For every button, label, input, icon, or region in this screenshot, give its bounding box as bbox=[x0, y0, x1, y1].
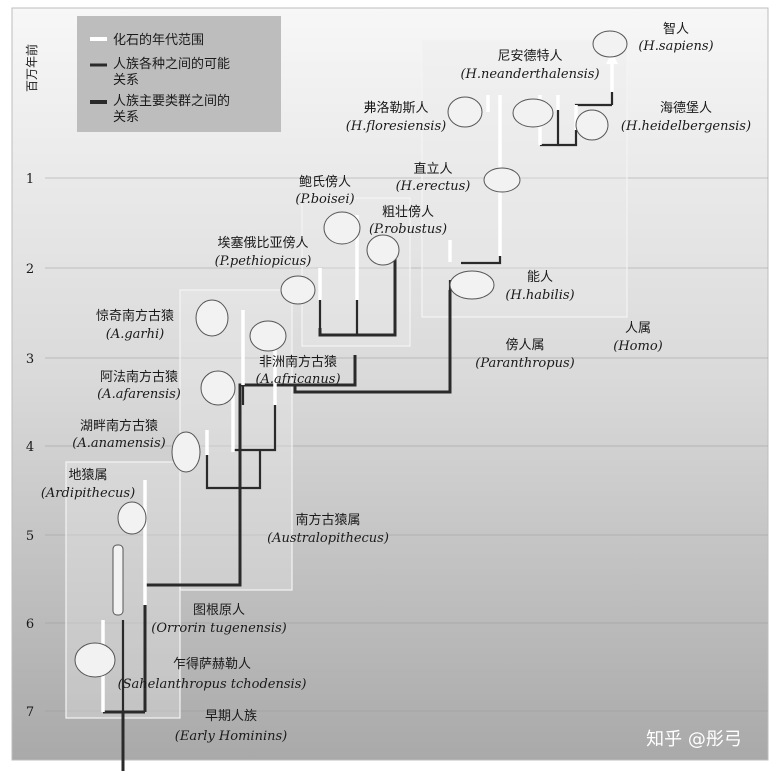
species-sci: (Ardipithecus) bbox=[41, 486, 135, 501]
skull-icon bbox=[171, 431, 201, 473]
group-cn: 傍人属 bbox=[505, 337, 544, 353]
species-sci: (A.africanus) bbox=[255, 372, 340, 387]
species-sci: (Sahelanthropus tchodensis) bbox=[118, 677, 307, 692]
background-panel bbox=[11, 7, 769, 761]
species-sci: (P.pethiopicus) bbox=[215, 254, 312, 269]
species-sci: (A.garhi) bbox=[106, 327, 164, 342]
species-sci: (H.habilis) bbox=[505, 288, 574, 303]
species-cn: 鲍氏傍人 bbox=[299, 174, 351, 190]
group-labels: 人属 (Homo) 傍人属 (Paranthropus) 南方古猿属 (Aust… bbox=[267, 321, 663, 546]
species-cn: 地猿属 bbox=[68, 468, 107, 483]
tick-label: 7 bbox=[26, 705, 34, 720]
group-cn: 人属 bbox=[625, 321, 651, 336]
skull-icon bbox=[117, 501, 147, 535]
axis-title: 百万年前 bbox=[24, 44, 39, 92]
legend-label: 人族主要类群之间的 bbox=[113, 93, 230, 109]
skull-icon bbox=[366, 234, 400, 266]
tick-label: 1 bbox=[26, 172, 34, 187]
species-cn: 图根原人 bbox=[193, 603, 245, 618]
legend-box bbox=[77, 16, 281, 132]
species-sci: (P.boisei) bbox=[295, 192, 354, 207]
watermark: 知乎 @彤弓 bbox=[646, 729, 742, 750]
tick-label: 3 bbox=[26, 352, 34, 367]
legend-label: 人族各种之间的可能 bbox=[113, 56, 230, 72]
species-sci: (A.anamensis) bbox=[72, 436, 165, 451]
skull-icon bbox=[323, 211, 361, 245]
species-cn: 湖畔南方古猿 bbox=[80, 418, 158, 434]
species-cn: 海德堡人 bbox=[660, 100, 712, 116]
skull-icon bbox=[512, 98, 554, 128]
species-sci: (P.robustus) bbox=[369, 222, 447, 237]
skull-icon bbox=[483, 167, 521, 193]
tick-label: 4 bbox=[26, 440, 34, 455]
species-sci: (A.afarensis) bbox=[97, 387, 181, 402]
legend-label: 化石的年代范围 bbox=[113, 32, 204, 48]
skull-icon bbox=[200, 370, 236, 406]
species-sci: (H.heidelbergensis) bbox=[621, 119, 751, 134]
species-cn: 智人 bbox=[663, 22, 689, 37]
skull-icon bbox=[592, 30, 628, 58]
skull-icon bbox=[74, 642, 116, 678]
species-sci: (H.sapiens) bbox=[638, 39, 713, 54]
species-cn: 直立人 bbox=[413, 162, 452, 177]
skull-icon bbox=[280, 275, 316, 305]
skull-icon bbox=[447, 96, 483, 128]
skull-icon bbox=[449, 270, 495, 300]
group-sci: (Paranthropus) bbox=[475, 356, 574, 371]
group-sci: (Australopithecus) bbox=[267, 531, 389, 546]
species-cn: 早期人族 bbox=[205, 708, 257, 724]
skull-icon bbox=[195, 299, 229, 337]
species-sci: (H.erectus) bbox=[396, 179, 471, 194]
species-cn: 惊奇南方古猿 bbox=[96, 308, 174, 324]
group-sci: (Homo) bbox=[613, 339, 662, 354]
species-sci: (Early Hominins) bbox=[175, 729, 287, 744]
gridlines bbox=[45, 177, 768, 712]
legend: 化石的年代范围 人族各种之间的可能 关系 人族主要类群之间的 关系 bbox=[77, 16, 281, 132]
species-labels: 智人 (H.sapiens) 尼安德特人 (H.neanderthalensis… bbox=[41, 22, 751, 744]
group-cn: 南方古猿属 bbox=[295, 512, 360, 528]
species-sci: (H.floresiensis) bbox=[346, 119, 446, 134]
homo-box bbox=[421, 39, 628, 318]
species-cn: 乍得萨赫勒人 bbox=[173, 656, 251, 672]
species-cn: 能人 bbox=[527, 270, 553, 285]
axis-ticks: 1 2 3 4 5 6 7 bbox=[26, 172, 34, 720]
femur-icon bbox=[112, 544, 124, 616]
tick-label: 6 bbox=[26, 617, 34, 632]
skull-icons bbox=[74, 30, 628, 678]
species-sci: (Orrorin tugenensis) bbox=[151, 621, 286, 636]
species-cn: 尼安德特人 bbox=[497, 49, 562, 64]
skull-icon bbox=[575, 109, 609, 141]
species-sci: (H.neanderthalensis) bbox=[460, 67, 599, 82]
species-cn: 弗洛勒斯人 bbox=[363, 101, 428, 116]
legend-label: 关系 bbox=[113, 73, 139, 88]
sapiens-arrowhead bbox=[606, 52, 618, 64]
species-cn: 粗壮傍人 bbox=[382, 204, 434, 220]
legend-label: 关系 bbox=[113, 110, 139, 125]
tick-label: 2 bbox=[26, 262, 34, 277]
skull-icon bbox=[249, 320, 287, 352]
species-cn: 阿法南方古猿 bbox=[100, 369, 178, 385]
species-cn: 非洲南方古猿 bbox=[259, 354, 337, 370]
tick-label: 5 bbox=[26, 529, 34, 544]
species-cn: 埃塞俄比亚傍人 bbox=[217, 235, 308, 251]
